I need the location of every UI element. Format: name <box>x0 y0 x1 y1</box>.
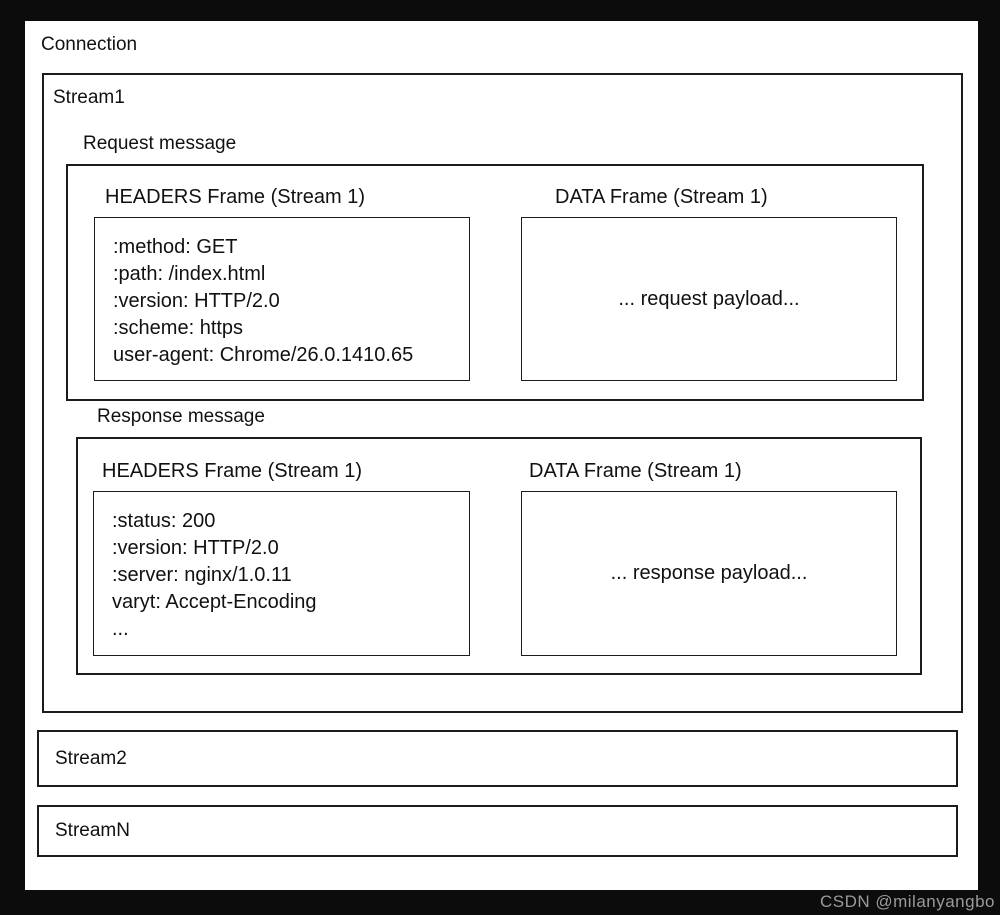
request-message-box: HEADERS Frame (Stream 1) DATA Frame (Str… <box>66 164 924 401</box>
request-headers-frame-box: :method: GET :path: /index.html :version… <box>94 217 470 381</box>
header-field: :status: 200 <box>112 510 216 532</box>
header-field: varyt: Accept-Encoding <box>112 591 317 613</box>
response-payload-text: ... response payload... <box>610 562 808 584</box>
streamN-label: StreamN <box>55 820 130 841</box>
stream2-label: Stream2 <box>55 747 127 769</box>
header-field: ... <box>112 618 129 640</box>
response-message-box: HEADERS Frame (Stream 1) DATA Frame (Str… <box>76 437 922 675</box>
header-field: :version: HTTP/2.0 <box>113 290 280 312</box>
response-data-frame-box: ... response payload... <box>521 491 897 656</box>
streamN-box: StreamN <box>37 805 958 857</box>
header-field: :method: GET <box>113 236 238 258</box>
request-headers-frame-title: HEADERS Frame (Stream 1) <box>105 186 366 208</box>
response-headers-frame-title: HEADERS Frame (Stream 1) <box>102 460 363 482</box>
request-data-frame-title: DATA Frame (Stream 1) <box>555 186 768 208</box>
header-field: :version: HTTP/2.0 <box>112 537 279 559</box>
header-field: :scheme: https <box>113 317 244 339</box>
request-message-label: Request message <box>83 133 237 154</box>
response-headers-frame-box: :status: 200 :version: HTTP/2.0 :server:… <box>93 491 470 656</box>
request-data-frame-box: ... request payload... <box>521 217 897 381</box>
response-data-frame-title: DATA Frame (Stream 1) <box>529 460 742 482</box>
stream1-label: Stream1 <box>53 87 125 108</box>
request-payload-text: ... request payload... <box>618 287 800 310</box>
connection-label: Connection <box>41 34 138 55</box>
stream1-box: Stream1 Request message HEADERS Frame (S… <box>42 73 963 713</box>
header-field: :path: /index.html <box>113 263 266 285</box>
header-field: user-agent: Chrome/26.0.1410.65 <box>113 344 414 366</box>
header-field: :server: nginx/1.0.11 <box>112 564 292 586</box>
connection-diagram: Connection Stream1 Request message HEADE… <box>25 21 978 890</box>
watermark-text: CSDN @milanyangbo <box>819 892 995 911</box>
response-message-label: Response message <box>97 406 265 427</box>
stream2-box: Stream2 <box>37 730 958 787</box>
